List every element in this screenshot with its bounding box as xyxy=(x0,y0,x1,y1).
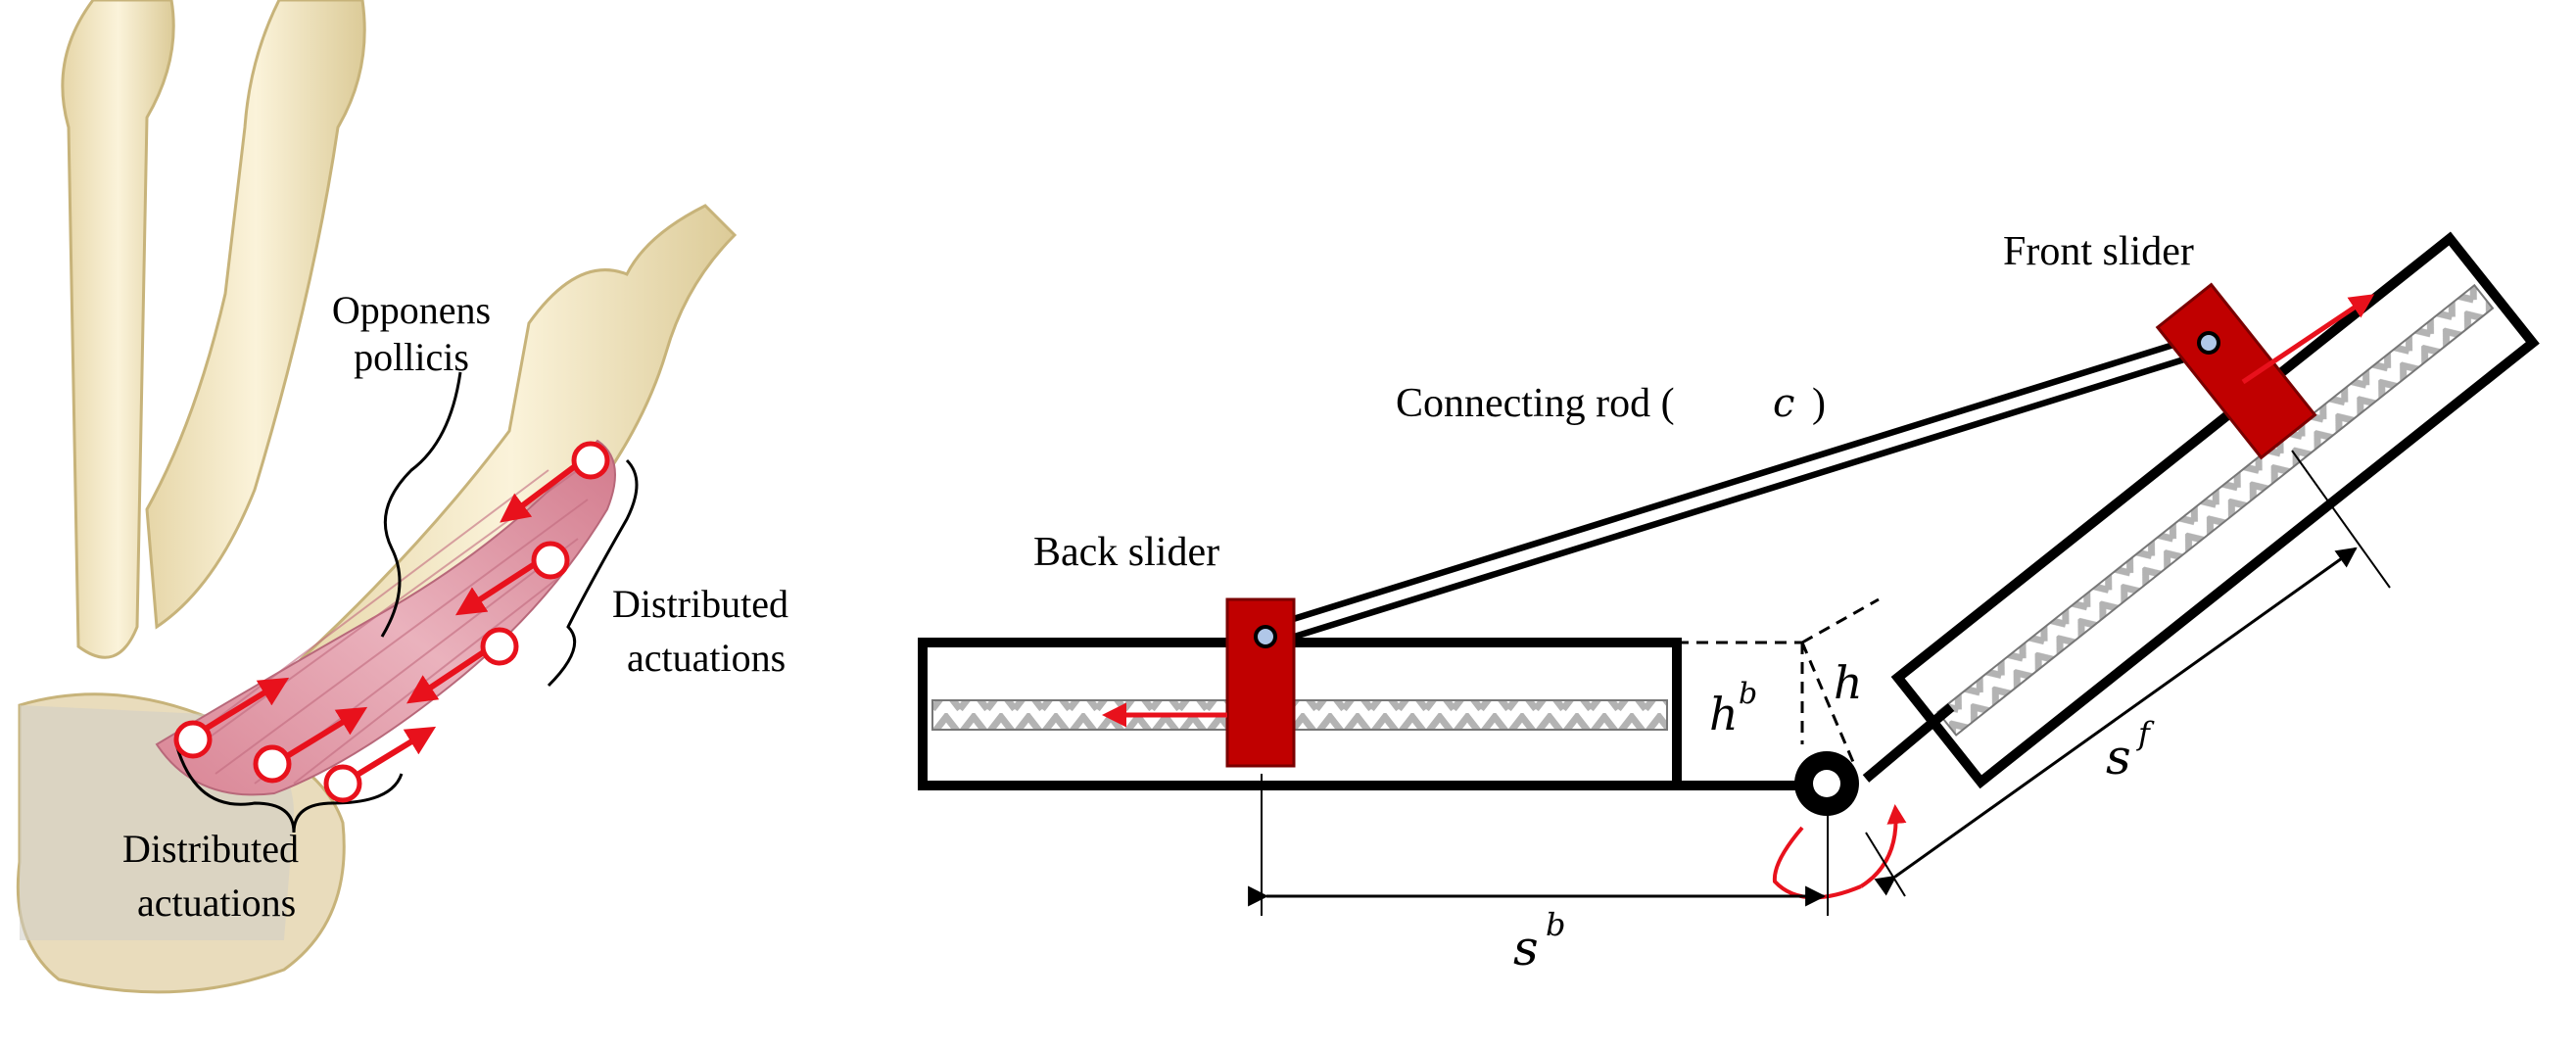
front-slider-joint xyxy=(2197,331,2220,355)
actuation-point xyxy=(480,627,519,666)
sb-superscript: b xyxy=(1546,906,1565,943)
sf-superscript: f xyxy=(2136,715,2155,752)
upper-actuation-label-line2: actuations xyxy=(627,636,786,680)
pivot-joint-hole xyxy=(1813,770,1840,797)
upper-actuation-label-line1: Distributed xyxy=(612,582,788,626)
connecting-rod-label: Connecting rod ( xyxy=(1396,381,1675,426)
h-back-superscript: b xyxy=(1739,677,1757,711)
mechanism-diagram xyxy=(918,231,2540,916)
actuation-arrow xyxy=(454,555,546,616)
lower-actuation-label-line2: actuations xyxy=(137,881,296,925)
front-link-to-pivot xyxy=(1862,703,1955,783)
h-back-symbol: h xyxy=(1709,688,1739,740)
muscle-label-leader xyxy=(380,371,462,638)
actuation-points xyxy=(173,441,610,803)
pivot-rotation-arrow-left xyxy=(1772,826,1862,900)
upper-actuation-brace xyxy=(547,458,639,688)
sf-symbol: s xyxy=(2106,729,2131,786)
lower-actuation-brace xyxy=(174,743,404,834)
hand-illustration xyxy=(16,0,738,994)
sf-dimension-line xyxy=(1874,547,2358,896)
sf-extension-upper xyxy=(2291,450,2391,589)
connecting-rod-symbol: c xyxy=(1773,381,1794,426)
sb-symbol: s xyxy=(1513,920,1539,977)
actuation-point xyxy=(531,541,570,580)
back-slider xyxy=(1225,597,1296,768)
muscle-label-line2: pollicis xyxy=(354,335,469,379)
h-symbol: h xyxy=(1834,656,1863,709)
back-spring xyxy=(931,699,1668,731)
front-slider-label: Front slider xyxy=(2003,229,2194,274)
connecting-rod-close: ) xyxy=(1812,381,1826,426)
actuation-arrow xyxy=(500,457,585,523)
actuation-point xyxy=(571,441,610,480)
back-slider-label: Back slider xyxy=(1033,530,1219,575)
lower-actuation-label-line1: Distributed xyxy=(122,827,299,871)
pivot-rotation-arrow-right xyxy=(1859,804,1907,888)
sf-extension-lower xyxy=(1865,832,1906,897)
front-slider-direction-arrow xyxy=(2241,294,2375,385)
back-slider-joint xyxy=(1254,625,1277,648)
construction-lines xyxy=(1677,597,1880,763)
front-slider-group xyxy=(2155,282,2317,460)
actuation-point xyxy=(173,720,213,759)
connecting-rod xyxy=(1260,337,2215,643)
actuation-point xyxy=(323,764,362,803)
actuation-point xyxy=(253,744,292,784)
actuation-arrow xyxy=(194,677,290,738)
metacarpal-bone-2 xyxy=(145,0,366,630)
front-slider xyxy=(2155,282,2317,460)
muscle-label-line1: Opponens xyxy=(332,288,491,332)
metacarpal-bone-1 xyxy=(61,0,175,659)
